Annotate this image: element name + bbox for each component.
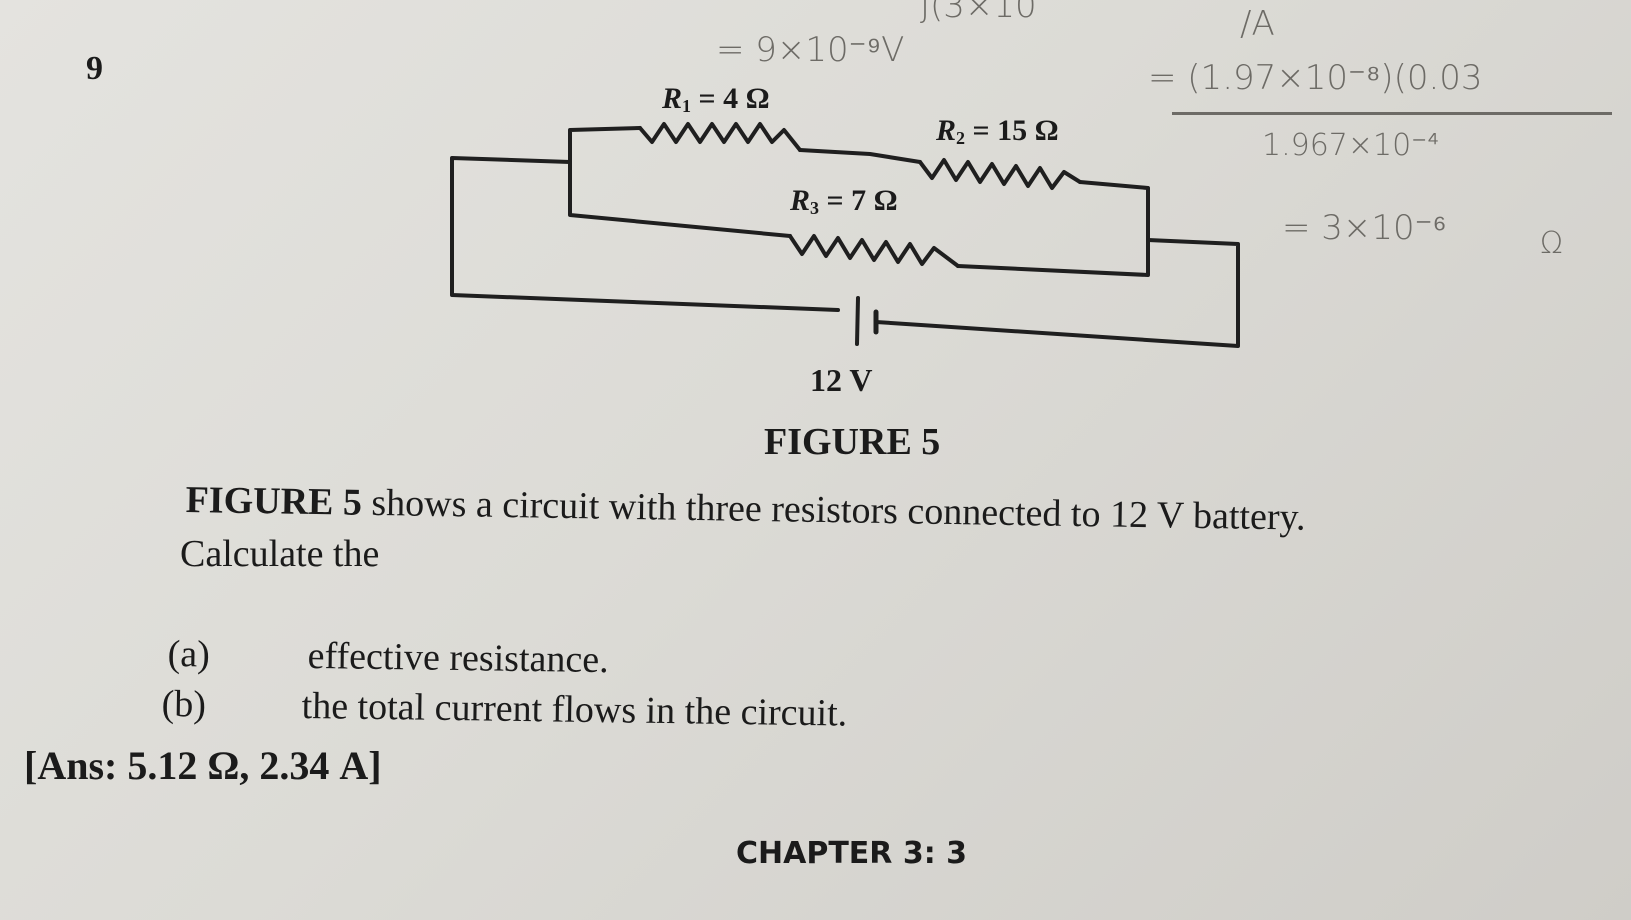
battery-label: 12 V: [810, 362, 873, 398]
handwriting-line-2: = (1.97×10⁻⁸)(0.03: [1148, 58, 1483, 98]
wire-left-outer: [450, 156, 840, 312]
resistor-r2: [918, 158, 1082, 190]
question-number: 9: [86, 50, 103, 87]
wire-parallel-right: [956, 180, 1150, 277]
wire-parallel-bottom-left: [568, 160, 792, 238]
handwriting-line-4: = 3×10⁻⁶: [1282, 208, 1447, 248]
wire-right-outer: [874, 238, 1240, 348]
handwriting-fraction-bar: [1172, 112, 1612, 115]
resistor-r1: [638, 122, 802, 152]
r2-label: R2 = 15 Ω: [936, 114, 1059, 148]
r3-label: R3 = 7 Ω: [790, 184, 898, 218]
part-a: (a)effective resistance.: [167, 632, 609, 682]
r1-label: R1 = 4 Ω: [662, 82, 770, 116]
handwriting-line-3: 1.967×10⁻⁴: [1262, 128, 1440, 163]
handwriting-line-1: = 9×10⁻⁹V: [716, 30, 905, 70]
handwriting-top-partial: J(3×10: [920, 0, 1037, 26]
resistor-r3: [788, 234, 960, 268]
figure-caption: FIGURE 5: [764, 421, 941, 463]
wire-r1-r2: [798, 148, 922, 164]
handwriting-top-right-partial: /A: [1240, 4, 1275, 44]
answer-line: [Ans: 5.12 Ω, 2.34 A]: [24, 743, 382, 788]
calculate-line: Calculate the: [180, 533, 380, 575]
wire-parallel-top-left: [568, 126, 642, 164]
battery-plate-long: [855, 296, 860, 346]
chapter-footer: CHAPTER 3: 3: [736, 836, 968, 871]
handwriting-unit: Ω: [1540, 226, 1563, 261]
